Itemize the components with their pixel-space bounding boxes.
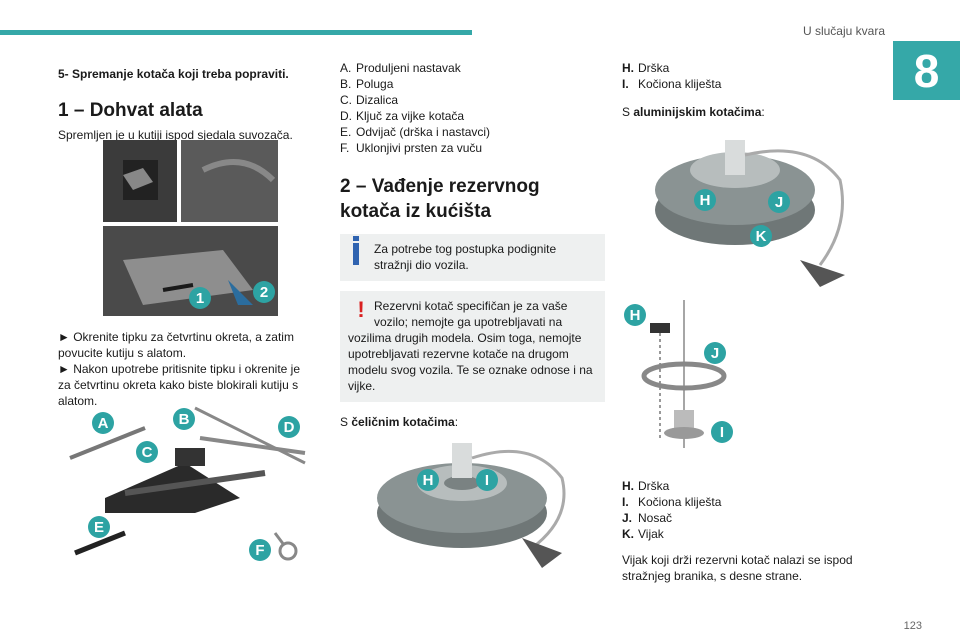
- svg-text:2: 2: [260, 284, 268, 301]
- column-3-bottom: H.Drška I.Kočiona kliješta J.Nosač K.Vij…: [622, 478, 872, 584]
- tool-list: A.Produljeni nastavak B.Poluga C.Dizalic…: [340, 60, 605, 156]
- warning-icon: !: [357, 297, 365, 322]
- badge-b: [173, 408, 195, 430]
- svg-text:H: H: [700, 192, 711, 209]
- steel-wheel-figure: H I: [377, 443, 566, 568]
- pull-arrow-icon: [228, 280, 253, 305]
- list-item: I.Kočiona kliješta: [622, 495, 722, 509]
- svg-text:H: H: [630, 307, 641, 324]
- svg-text:D: D: [284, 419, 295, 436]
- section-title: U slučaju kvara: [802, 24, 885, 38]
- list-item: D.Ključ za vijke kotača: [340, 109, 465, 123]
- list-item: A.Produljeni nastavak: [340, 61, 461, 75]
- svg-text:I: I: [720, 424, 724, 441]
- badge-i: [476, 469, 498, 491]
- svg-text:1: 1: [196, 290, 204, 307]
- bullet-open-box: ► Okrenite tipku za četvrtinu okreta, a …: [58, 330, 294, 360]
- screwdriver-tool: [74, 530, 126, 556]
- top-legend: H.Drška I.Kočiona kliješta: [622, 60, 872, 92]
- badge-i: [711, 421, 733, 443]
- badge-2: [253, 281, 275, 303]
- bottom-legend: H.Drška I.Kočiona kliješta J.Nosač K.Vij…: [622, 478, 872, 542]
- lever-tool: [199, 436, 306, 455]
- column-3: H.Drška I.Kočiona kliješta S aluminijski…: [622, 60, 872, 120]
- warning-box: ! Rezervni kotač specifičan je za vaše v…: [340, 291, 605, 402]
- badge-h: [624, 304, 646, 326]
- list-item: C.Dizalica: [340, 93, 399, 107]
- list-item: J.Nosač: [622, 511, 673, 525]
- exploded-view-figure: H J I: [624, 300, 733, 448]
- towing-eye-tool: [278, 541, 298, 561]
- badge-d: [278, 416, 300, 438]
- wheel-wrench-tool: [194, 406, 306, 465]
- alu-wheels-label: S aluminijskim kotačima:: [622, 105, 765, 119]
- svg-text:J: J: [711, 345, 719, 362]
- badge-h: [417, 469, 439, 491]
- step-heading: 5- Spremanje kotača koji treba popraviti…: [58, 67, 289, 81]
- svg-text:A: A: [98, 415, 109, 432]
- list-item: E.Odvijač (drška i nastavci): [340, 125, 491, 139]
- svg-text:K: K: [756, 228, 767, 245]
- list-item: F.Uklonjivi prsten za vuču: [340, 141, 483, 155]
- svg-text:C: C: [142, 444, 153, 461]
- chapter-number: 8: [893, 41, 960, 100]
- badge-a: [92, 412, 114, 434]
- tools-figure: A B C D E F: [69, 406, 306, 561]
- svg-text:H: H: [423, 472, 434, 489]
- column-1: 5- Spremanje kotača koji treba popraviti…: [58, 60, 308, 409]
- badge-f: [249, 539, 271, 561]
- list-item: H.Drška: [622, 479, 670, 493]
- svg-text:B: B: [179, 411, 190, 428]
- svg-text:E: E: [94, 519, 104, 536]
- svg-text:F: F: [255, 542, 264, 559]
- intro-text: Spremljen je u kutiji ispod sjedala suvo…: [58, 128, 293, 142]
- closing-text: Vijak koji drži rezervni kotač nalazi se…: [622, 553, 853, 583]
- svg-text:I: I: [485, 472, 489, 489]
- badge-j: [704, 342, 726, 364]
- badge-k: [750, 225, 772, 247]
- toolbox-figure: 1 2: [103, 140, 278, 316]
- info-box: Za potrebe tog postupka podignite stražn…: [340, 234, 605, 281]
- badge-c: [136, 441, 158, 463]
- badge-1: [189, 287, 211, 309]
- rotary-knob-icon: [123, 168, 153, 190]
- alu-wheel-figure: H J K: [655, 140, 845, 287]
- list-item: I.Kočiona kliješta: [622, 77, 722, 91]
- badge-e: [88, 516, 110, 538]
- heading-tool-access: 1 – Dohvat alata: [58, 100, 203, 121]
- badge-h: [694, 189, 716, 211]
- steel-wheels-label: S čeličnim kotačima:: [340, 415, 459, 429]
- list-item: H.Drška: [622, 61, 670, 75]
- column-2: A.Produljeni nastavak B.Poluga C.Dizalic…: [340, 60, 605, 430]
- info-icon: [353, 236, 359, 265]
- page-number: 123: [903, 620, 922, 632]
- badge-j: [768, 191, 790, 213]
- bullet-lock-box: ► Nakon upotrebe pritisnite tipku i okre…: [58, 362, 301, 408]
- header-accent-bar: [0, 30, 472, 35]
- extension-tool: [69, 426, 146, 460]
- heading-spare-removal: 2 – Vađenje rezervnog kotača iz kućišta: [340, 176, 540, 222]
- list-item: K.Vijak: [622, 527, 664, 541]
- svg-text:J: J: [775, 194, 783, 211]
- list-item: B.Poluga: [340, 77, 394, 91]
